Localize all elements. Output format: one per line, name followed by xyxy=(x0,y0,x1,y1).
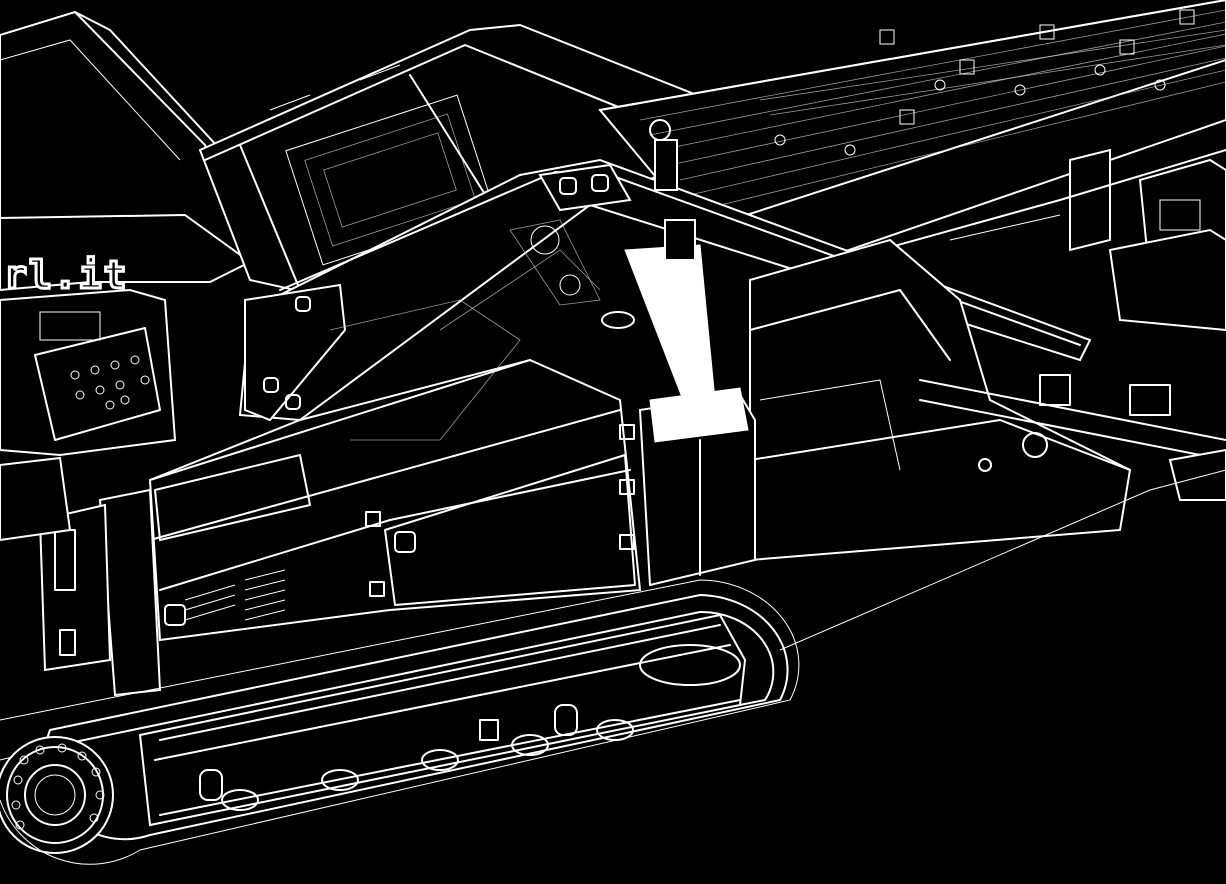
right-side-plates xyxy=(879,148,1226,332)
right-frame xyxy=(749,238,1226,562)
hydraulic-linkage xyxy=(509,219,635,329)
control-panel xyxy=(0,288,177,457)
engine-housing xyxy=(148,249,642,642)
exhaust-column xyxy=(624,119,756,587)
lower-chassis-line xyxy=(779,469,1226,651)
crawler-track xyxy=(0,579,800,865)
hopper-body xyxy=(0,10,252,292)
support-leg xyxy=(0,456,162,697)
brand-logo-text: rl.it xyxy=(4,253,128,297)
main-chassis-beam xyxy=(238,158,1092,422)
